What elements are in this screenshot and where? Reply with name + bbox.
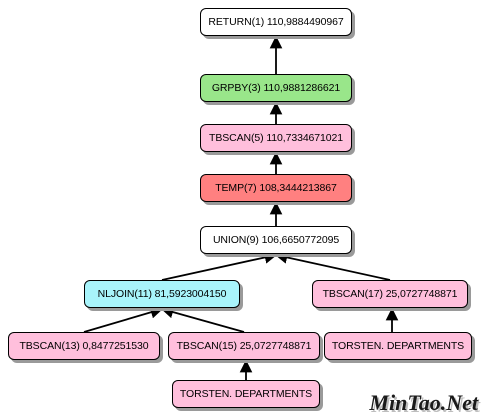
node-return-1: RETURN(1) 110,9884490967 bbox=[200, 8, 352, 36]
node-label: UNION(9) 106,6650772095 bbox=[212, 233, 340, 246]
node-label: TBSCAN(13) 0,8477251530 bbox=[19, 339, 149, 352]
node-label: TBSCAN(17) 25,0727748871 bbox=[322, 287, 458, 300]
node-tbscan-13: TBSCAN(13) 0,8477251530 bbox=[8, 332, 160, 360]
node-union-9: UNION(9) 106,6650772095 bbox=[200, 226, 352, 254]
edge-tbscan17-to-union bbox=[274, 251, 391, 281]
node-grpby-3: GRPBY(3) 110,9881286621 bbox=[200, 74, 352, 102]
node-label: TORSTEN. DEPARTMENTS bbox=[179, 387, 313, 400]
node-label: TBSCAN(5) 110,7334671021 bbox=[209, 131, 343, 144]
edge-tbscan13-to-nljoin bbox=[83, 306, 164, 333]
node-label: TORSTEN. DEPARTMENTS bbox=[331, 339, 465, 352]
node-torsten-departments-bottom: TORSTEN. DEPARTMENTS bbox=[172, 380, 320, 408]
edge-tbscan15-to-nljoin bbox=[160, 305, 245, 333]
node-label: NLJOIN(11) 81,5923004150 bbox=[97, 287, 227, 300]
node-tbscan-15: TBSCAN(15) 25,0727748871 bbox=[168, 332, 320, 360]
node-torsten-departments-right: TORSTEN. DEPARTMENTS bbox=[324, 332, 472, 360]
node-tbscan-5: TBSCAN(5) 110,7334671021 bbox=[200, 124, 352, 152]
node-tbscan-17: TBSCAN(17) 25,0727748871 bbox=[312, 280, 468, 308]
node-nljoin-11: NLJOIN(11) 81,5923004150 bbox=[84, 280, 240, 308]
node-label: TEMP(7) 108,3444213867 bbox=[215, 181, 337, 194]
node-label: TBSCAN(15) 25,0727748871 bbox=[176, 339, 312, 352]
node-label: GRPBY(3) 110,9881286621 bbox=[211, 81, 341, 94]
edge-nljoin-to-union bbox=[161, 251, 278, 281]
node-label: RETURN(1) 110,9884490967 bbox=[208, 15, 344, 28]
node-temp-7: TEMP(7) 108,3444213867 bbox=[200, 174, 352, 202]
watermark-text: MinTao.Net bbox=[369, 390, 478, 415]
